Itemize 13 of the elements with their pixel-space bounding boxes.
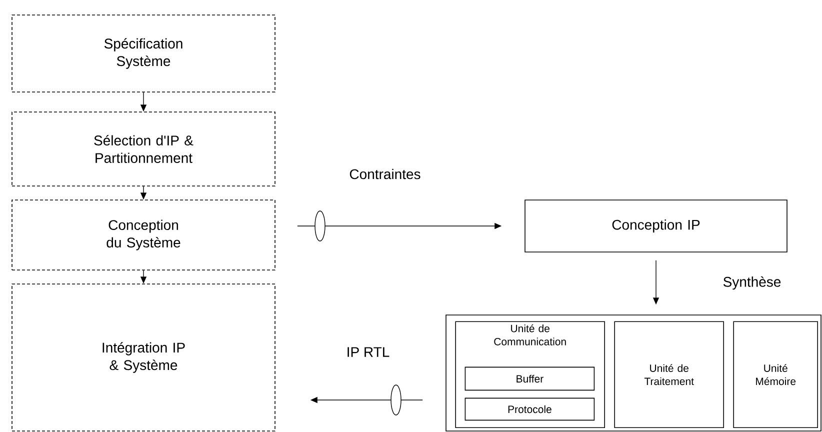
process-box: Unité Mémoire <box>733 321 818 428</box>
process-box: Protocole <box>464 398 595 421</box>
dashed-process-box: Conception du Système <box>12 200 276 270</box>
edge-label: Contraintes <box>350 168 420 180</box>
dashed-process-box: Spécification Système <box>12 14 276 92</box>
edge-label: Synthèse <box>723 276 781 290</box>
process-box: Conception IP <box>524 200 788 252</box>
dashed-process-box: Intégration IP & Système <box>12 284 276 432</box>
container-box <box>446 314 822 432</box>
dashed-process-box: Sélection d'IP & Partitionnement <box>12 112 276 186</box>
process-box: Unité de Traitement <box>614 321 724 428</box>
process-box: Buffer <box>464 366 595 391</box>
edge-label: IP RTL <box>348 347 390 357</box>
